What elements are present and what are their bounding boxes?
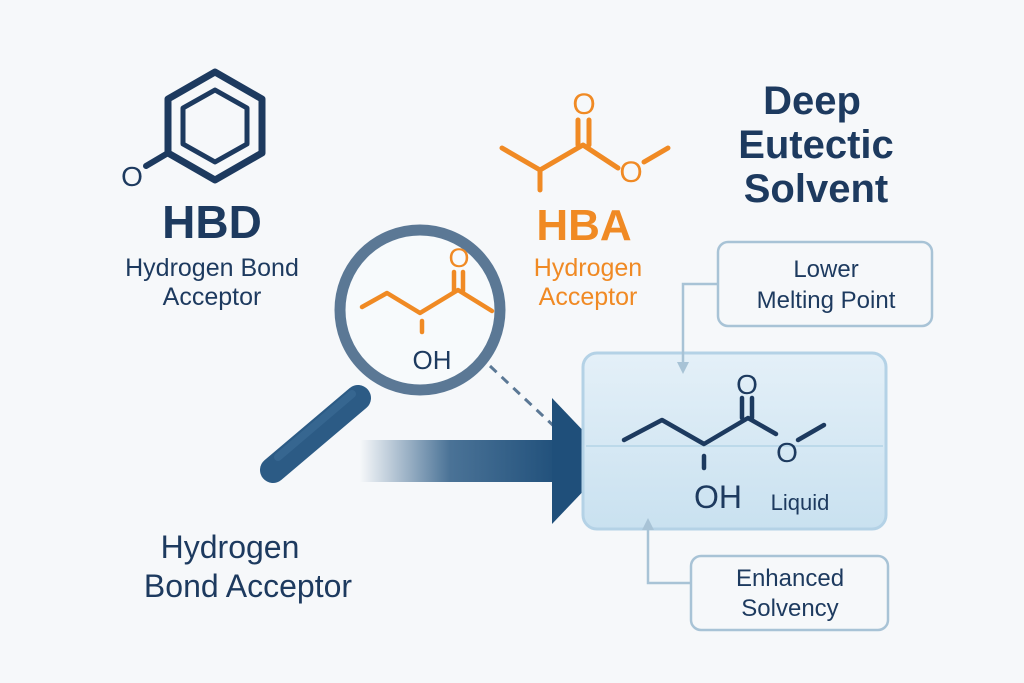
callout-bottom-leader: [646, 527, 691, 585]
hba-ester-o: O: [619, 156, 642, 189]
hbd-molecule: O: [121, 68, 266, 192]
callout-top-pointer: [677, 362, 689, 374]
result-ester-o: O: [776, 437, 798, 468]
dashed-connector: [488, 364, 560, 432]
callout-bottom-pointer: [642, 518, 654, 530]
callout-bottom-line2: Solvency: [741, 595, 838, 622]
liquid-label: Liquid: [771, 490, 830, 515]
bottom-label-line1: Hydrogen: [161, 529, 300, 565]
hbd-abbr: HBD: [162, 196, 262, 248]
callout-enhanced-solvency: Enhanced Solvency: [642, 518, 890, 632]
result-carbonyl-o: O: [736, 369, 758, 400]
hbd-desc-line2: Acceptor: [163, 283, 262, 311]
hba-abbr: HBA: [536, 201, 631, 250]
hba-desc-line1: Hydrogen: [534, 254, 642, 282]
hba-molecule: [499, 117, 671, 193]
arrow-shaft: [360, 440, 560, 482]
magnified-skeleton: [359, 287, 495, 316]
callout-lower-melting-point: Lower Melting Point: [677, 240, 934, 374]
magnifier: O OH: [260, 224, 506, 483]
magnified-hydroxyl: OH: [413, 345, 452, 375]
hba-ester-bond: [641, 145, 671, 165]
magnified-molecule: [359, 269, 495, 335]
hbd-oxygen-label: O: [121, 161, 143, 192]
liquid-box-frame: [581, 351, 888, 531]
result-hydroxyl: OH: [694, 479, 742, 515]
liquid-box: O O OH Liquid: [581, 351, 888, 531]
callout-bottom-line1: Enhanced: [736, 565, 844, 592]
magnifier-handle-shade: [274, 390, 356, 461]
result-molecule: [621, 395, 827, 471]
hba-skeleton: [499, 142, 621, 173]
result-skeleton: [621, 415, 779, 447]
transformation-arrow: [360, 398, 612, 524]
magnified-carbonyl-o: O: [448, 243, 469, 273]
callout-top-leader: [681, 282, 718, 365]
callout-top-line1: Lower: [793, 256, 858, 283]
title-line2: Eutectic: [738, 123, 894, 167]
callout-top-line2: Melting Point: [757, 287, 896, 314]
magnifier-handle: [260, 385, 371, 483]
callout-bottom-frame: [689, 554, 890, 632]
bottom-label-line2: Bond Acceptor: [144, 568, 352, 604]
result-ester-bond: [795, 422, 827, 443]
hbd-oxygen-bond: [143, 150, 171, 169]
magnifier-lens: [334, 224, 506, 396]
hba-carbonyl-o: O: [572, 88, 595, 121]
hba-desc-line2: Acceptor: [539, 283, 638, 311]
hbd-benzene-inner-ring: [180, 87, 250, 165]
title-line3: Solvent: [744, 167, 888, 211]
title-line1: Deep: [763, 79, 861, 123]
hbd-benzene-ring: [164, 68, 266, 184]
hbd-desc-line1: Hydrogen Bond: [125, 254, 299, 282]
